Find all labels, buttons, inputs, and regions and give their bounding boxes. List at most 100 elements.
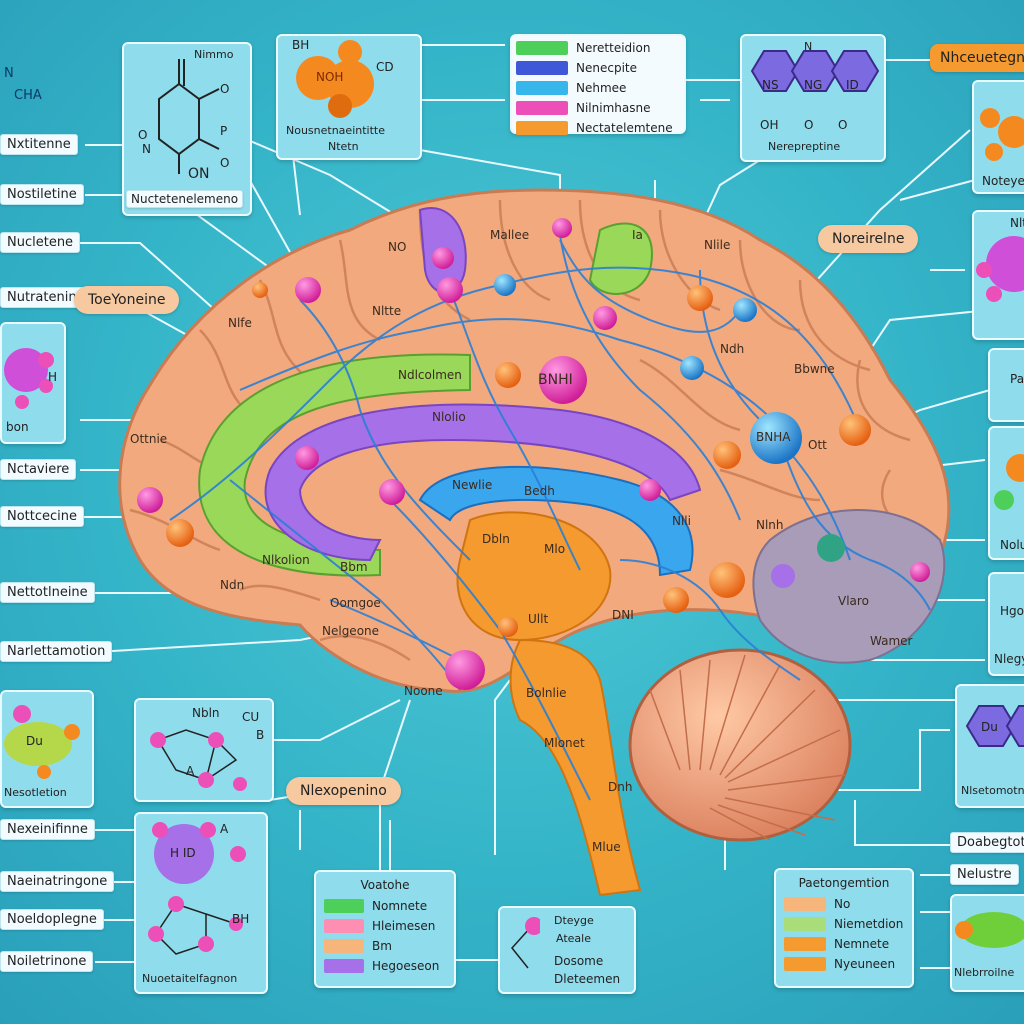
- chem-structure: [158, 59, 220, 174]
- bottom-legend-3: Paetongemtion No Niemetdion Nemnete Nyeu…: [774, 868, 914, 988]
- left-label: Nettotlneine: [0, 582, 95, 603]
- right-panel-6: Du Nlsetomotne: [955, 684, 1024, 808]
- left-green-panel: Du Nesotletion: [0, 690, 94, 808]
- hex-top: N: [804, 40, 813, 53]
- left-label: Nxtitenne: [0, 134, 78, 155]
- right-label: Hgo: [1000, 604, 1024, 618]
- purple-sublabel: A: [220, 822, 229, 836]
- molecule-network-panel: Nbln CU B A: [134, 698, 274, 802]
- left-label: Nexeinifinne: [0, 819, 95, 840]
- orange-atom: NOH: [316, 70, 344, 84]
- legend-item: Neretteidion: [576, 41, 651, 55]
- hex-label: NG: [804, 78, 823, 92]
- legend-swatch: [516, 81, 568, 95]
- occipital-lobe: [752, 509, 946, 664]
- left-label: Noiletrinone: [0, 951, 94, 972]
- hex-molecules: [750, 50, 880, 92]
- legend-swatch: [324, 919, 364, 933]
- right-panel-1: Noteye: [972, 80, 1024, 194]
- orange-atom: CD: [376, 60, 394, 74]
- hex-sub: OH: [760, 118, 779, 132]
- pill-noreirelne: Noreirelne: [818, 225, 919, 253]
- legend-item: Nenecpite: [576, 61, 637, 75]
- purple-label: H ID: [170, 846, 196, 860]
- left-label: Nctaviere: [0, 459, 77, 480]
- right-panel-3: Pa: [988, 348, 1024, 422]
- hex-label: ID: [846, 78, 859, 92]
- orange-caption2: Ntetn: [328, 140, 359, 153]
- right-label: Nlt: [1010, 216, 1024, 230]
- right-hex-label: Du: [981, 720, 998, 734]
- legend-item: Nyeuneen: [834, 957, 896, 971]
- green-label: Du: [26, 734, 43, 748]
- bottom-mol-label: Ateale: [556, 932, 591, 945]
- purple-sublabel: BH: [232, 912, 250, 926]
- left-top-cha: CHA: [14, 88, 42, 103]
- pill-toeyoneine: ToeYoneine: [74, 286, 180, 314]
- legend-item: Niemetdion: [834, 917, 904, 931]
- chem-label-on: ON: [188, 166, 210, 182]
- orange-atom: BH: [292, 38, 310, 52]
- legend-swatch: [784, 937, 826, 951]
- left-label: Nottcecine: [0, 506, 85, 527]
- molnet-label: A: [186, 764, 195, 778]
- molnet-label: Nbln: [192, 706, 220, 720]
- bottom-mol-label: Dosome: [554, 954, 604, 968]
- cerebellum: [628, 648, 852, 842]
- right-panel-4: Nolu: [988, 426, 1024, 560]
- molnet-label: B: [256, 728, 265, 742]
- purple-molecule-panel: H ID A BH Nuoetaitelfagnon: [134, 812, 268, 994]
- right-panel-7: Nlebrroilne: [950, 894, 1024, 992]
- right-label: Doabegtote: [950, 832, 1024, 853]
- legend-swatch: [516, 101, 568, 115]
- right-top-tag: Nhceuetegngo: [930, 44, 1024, 72]
- legend-swatch: [324, 959, 364, 973]
- orange-molecule-panel: BH CD NOH Nousnetnaeintitte Ntetn: [276, 34, 422, 160]
- chem-atom: O: [138, 128, 148, 142]
- legend-item: Nomnete: [372, 899, 428, 913]
- green-caption: Nesotletion: [4, 786, 67, 799]
- left-top-n: N: [4, 66, 14, 81]
- chem-structure-panel: Nimmo N O P O O ON Nuctetenelemeno: [122, 42, 252, 216]
- magenta-sub: bon: [6, 420, 29, 434]
- limbic-green: [198, 353, 471, 577]
- legend-swatch: [784, 917, 826, 931]
- pill-nlexopenino: Nlexopenino: [286, 777, 401, 805]
- left-label: Noeldoplegne: [0, 909, 104, 930]
- legend-swatch: [324, 939, 364, 953]
- chem-caption: Nuctetenelemeno: [126, 190, 244, 208]
- legend-item: Bm: [372, 939, 392, 953]
- legend-title: Voatohe: [360, 878, 410, 892]
- chem-atom: N: [142, 142, 151, 156]
- legend-swatch: [516, 41, 568, 55]
- orange-caption: Nousnetnaeintitte: [286, 124, 385, 137]
- legend-swatch: [784, 897, 826, 911]
- legend-swatch: [784, 957, 826, 971]
- right-label: Pa: [1010, 372, 1024, 386]
- legend-item: Nemnete: [834, 937, 890, 951]
- left-magenta-panel: H bon: [0, 322, 66, 444]
- hex-label: NS: [762, 78, 779, 92]
- legend-item: Nectatelemtene: [576, 121, 673, 135]
- legend-swatch: [324, 899, 364, 913]
- right-label: Nlegy: [994, 652, 1024, 666]
- corpus-blue: [418, 465, 694, 577]
- right-label: Nlsetomotne: [961, 784, 1024, 797]
- bottom-mol-label: Dleteemen: [554, 972, 621, 986]
- legend-item: Nilnimhasne: [576, 101, 651, 115]
- left-label: Nostiletine: [0, 184, 84, 205]
- left-label: Narlettamotion: [0, 641, 113, 662]
- right-label: Nolu: [1000, 538, 1024, 552]
- hex-molecule-panel: N NS NG ID OH O O Nerepreptine: [740, 34, 886, 162]
- legend-swatch: [516, 61, 568, 75]
- bottom-mol-label: Dteyge: [554, 914, 594, 927]
- right-label: Noteye: [982, 174, 1024, 188]
- legend-item: Hleimesen: [372, 919, 436, 933]
- right-label: Nlebrroilne: [954, 966, 1015, 979]
- chem-top-label: Nimmo: [194, 48, 234, 61]
- legend-item: Hegoeseon: [372, 959, 440, 973]
- chem-atom: O: [220, 156, 230, 170]
- right-label: Nelustre: [950, 864, 1019, 885]
- legend-title: Paetongemtion: [798, 876, 890, 890]
- orange-molecule: [296, 40, 374, 118]
